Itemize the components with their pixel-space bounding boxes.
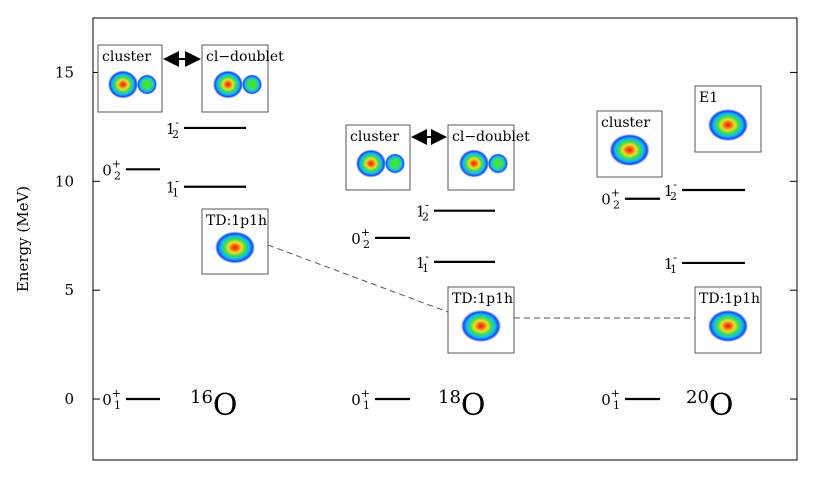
density-panel: cluster bbox=[345, 124, 411, 191]
panel-label: cluster bbox=[350, 129, 399, 145]
dashed-links bbox=[267, 244, 695, 319]
level-label: 0+2 bbox=[601, 187, 620, 212]
level-label: 0+1 bbox=[351, 387, 370, 412]
level-label: 0+2 bbox=[102, 157, 121, 182]
density-panel: cl−doublet bbox=[447, 124, 530, 191]
level-label: 1-1 bbox=[416, 250, 430, 275]
level-label: 1-2 bbox=[166, 116, 180, 141]
panel-label: cluster bbox=[601, 115, 650, 131]
level-label: 0+2 bbox=[351, 226, 370, 251]
nucleus-20O bbox=[625, 188, 745, 401]
nucleus-label: 16O bbox=[190, 387, 238, 423]
plot-frame bbox=[92, 17, 798, 461]
energy-levels: 0+1 0+2 1-1 1-2 0+1 0+2 1-1 1-2 0+1 0+2 1-1 1-2 bbox=[102, 116, 745, 412]
density-panel: cluster bbox=[596, 110, 663, 178]
level-label: 1-2 bbox=[664, 178, 678, 203]
nucleus-label: 20O bbox=[686, 387, 734, 423]
density-panel: TD:1p1h bbox=[201, 208, 269, 275]
nucleus-label: 18O bbox=[438, 387, 486, 423]
panel-label: TD:1p1h bbox=[699, 291, 760, 307]
level-label: 1-1 bbox=[664, 251, 678, 276]
density-panel: TD:1p1h bbox=[694, 286, 762, 354]
density-panel: E1 bbox=[694, 85, 762, 153]
level-label: 0+1 bbox=[601, 387, 620, 412]
density-panel: TD:1p1h bbox=[447, 286, 515, 354]
level-label: 1-2 bbox=[416, 199, 430, 224]
level-label: 1-1 bbox=[166, 175, 180, 200]
y-tick-label: 5 bbox=[64, 281, 74, 299]
panel-label: cl−doublet bbox=[452, 129, 530, 145]
y-ticks: 0 5 10 15 bbox=[55, 63, 797, 408]
panel-label: TD:1p1h bbox=[452, 291, 513, 307]
y-axis-label: Energy (MeV) bbox=[14, 186, 32, 292]
dashed-link bbox=[267, 244, 449, 313]
panel-label: cl−doublet bbox=[206, 49, 284, 65]
nucleus-18O bbox=[375, 209, 495, 401]
level-label: 0+1 bbox=[102, 387, 121, 412]
density-panel: cluster bbox=[97, 44, 163, 113]
density-panel: cl−doublet bbox=[201, 44, 284, 113]
nucleus-labels: 16O 18O 20O bbox=[190, 387, 734, 423]
panel-label: cluster bbox=[102, 49, 151, 65]
panel-label: TD:1p1h bbox=[206, 213, 267, 229]
nucleus-16O bbox=[126, 126, 246, 401]
y-tick-label: 0 bbox=[64, 390, 74, 408]
y-tick-label: 15 bbox=[55, 63, 74, 81]
panel-label: E1 bbox=[699, 90, 718, 106]
y-tick-label: 10 bbox=[55, 172, 74, 190]
